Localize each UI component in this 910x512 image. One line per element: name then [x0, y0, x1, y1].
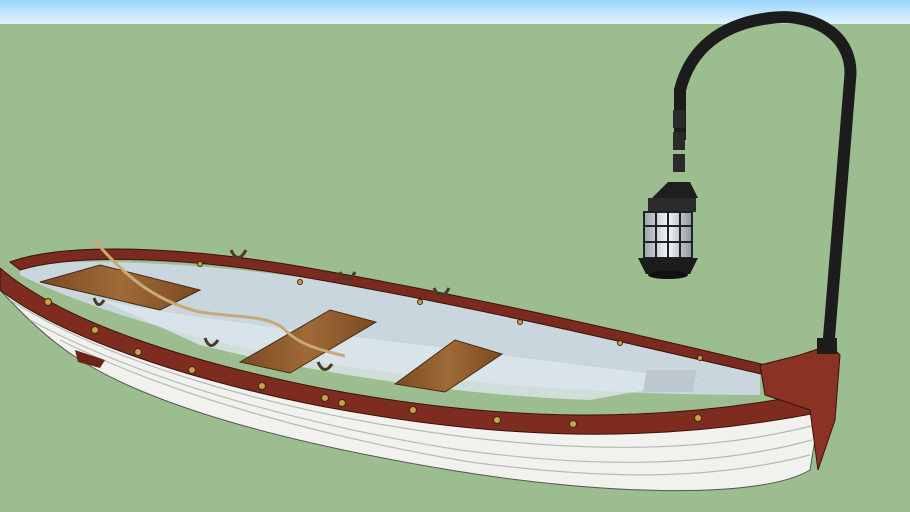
- rope: [92, 239, 346, 358]
- oarlocks: [92, 249, 451, 371]
- boat-interior: [20, 261, 760, 395]
- lamp-post-arm: [674, 11, 857, 351]
- stern: [759, 344, 841, 471]
- bow-seat: [39, 264, 202, 311]
- lantern: [638, 182, 698, 279]
- lantern-post[interactable]: [638, 11, 857, 354]
- middle-seat: [238, 309, 378, 374]
- rivets: [44, 261, 703, 428]
- rowboat[interactable]: [0, 239, 841, 492]
- bow-keel: [75, 350, 105, 368]
- lantern-chain: [673, 110, 685, 172]
- hull-planks: [9, 299, 816, 476]
- rear-seat: [393, 339, 504, 393]
- interior-shadow: [100, 300, 700, 400]
- stern-seat: [642, 370, 697, 392]
- lamp-post-base: [817, 338, 837, 354]
